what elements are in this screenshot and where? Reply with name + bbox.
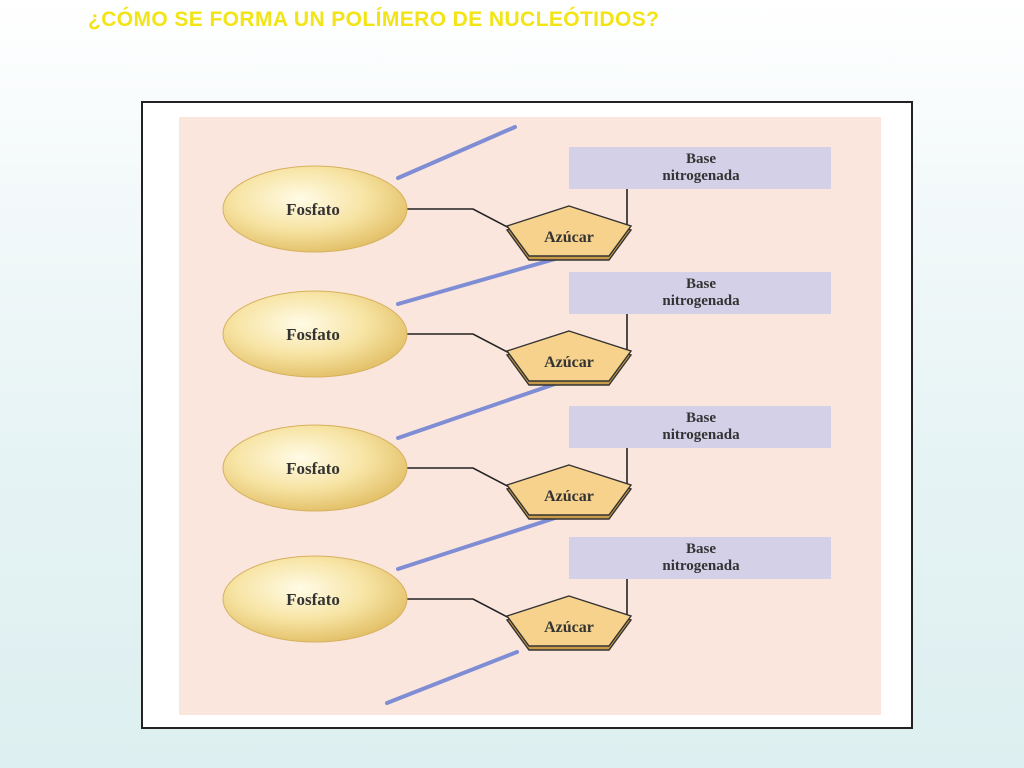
backbone-bond (396, 382, 557, 440)
phosphate-label: Fosfato (286, 200, 340, 219)
phosphate-sugar-bond (407, 333, 514, 356)
phosphate-sphere (222, 424, 408, 512)
sugar-label: Azúcar (544, 488, 594, 505)
base-label-line1: Base (686, 151, 716, 167)
base-box (569, 406, 831, 448)
sugar-label: Azúcar (544, 354, 594, 371)
sugar-pentagon (505, 205, 633, 257)
phosphate-label: Fosfato (286, 590, 340, 609)
backbone-bond (396, 125, 517, 180)
slide-title: ¿CÓMO SE FORMA UN POLÍMERO DE NUCLEÓTIDO… (88, 8, 660, 31)
base-box (569, 147, 831, 189)
sugar-pentagon (505, 464, 633, 516)
base-label-line2: nitrogenada (662, 293, 740, 309)
phosphate-sphere (222, 555, 408, 643)
base-label-line2: nitrogenada (662, 558, 740, 574)
base-box (569, 272, 831, 314)
phosphate-sphere (222, 165, 408, 253)
base-label-line2: nitrogenada (662, 168, 740, 184)
phosphate-sphere (222, 290, 408, 378)
base-label-line1: Base (686, 276, 716, 292)
sugar-pentagon (505, 595, 633, 647)
phosphate-label: Fosfato (286, 459, 340, 478)
base-label-line1: Base (686, 410, 716, 426)
sugar-label: Azúcar (544, 619, 594, 636)
sugar-pentagon (505, 330, 633, 382)
base-label-line2: nitrogenada (662, 427, 740, 443)
nucleotide-polymer-diagram: FosfatoAzúcarBasenitrogenadaFosfatoAzúca… (179, 117, 881, 715)
sugar-label: Azúcar (544, 229, 594, 246)
phosphate-sugar-bond (407, 467, 514, 490)
phosphate-sugar-bond (407, 598, 514, 621)
backbone-bond (396, 257, 557, 306)
base-box (569, 537, 831, 579)
phosphate-sugar-bond (407, 208, 514, 231)
phosphate-label: Fosfato (286, 325, 340, 344)
base-label-line1: Base (686, 541, 716, 557)
backbone-bond (385, 650, 519, 705)
backbone-bond (396, 516, 557, 571)
